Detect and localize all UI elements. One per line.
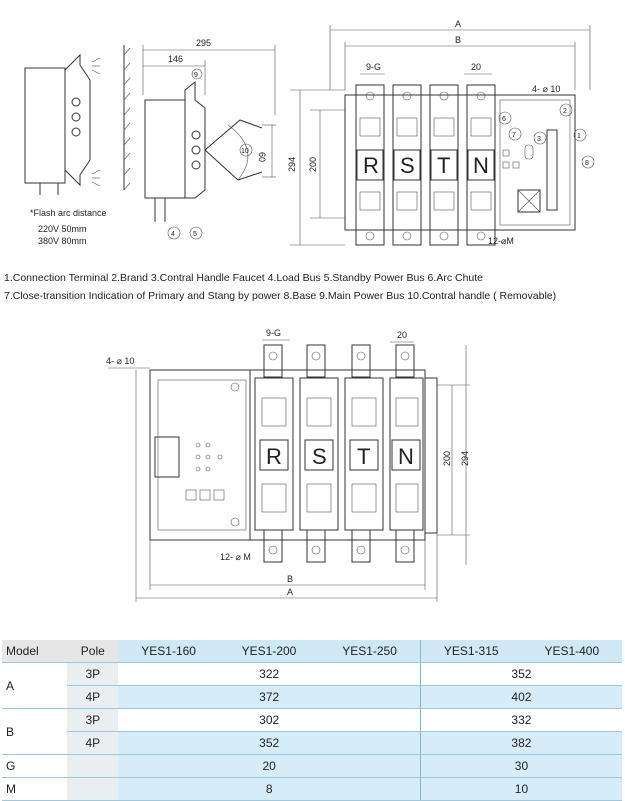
callout-1: 1 <box>577 133 581 140</box>
dim-294-top: 294 <box>287 157 297 172</box>
dim-4phi10-main: 4- ⌀ 10 <box>106 356 134 366</box>
row-label-m: M <box>2 777 68 801</box>
dim-60: 60 <box>257 152 267 162</box>
dim-12m-main: 12- ⌀ M <box>220 552 251 562</box>
callout-9: 9 <box>194 72 198 79</box>
callout-10: 10 <box>241 148 249 155</box>
legend-line-1: 1.Connection Terminal 2.Brand 3.Contral … <box>4 272 484 284</box>
value-cell: 30 <box>419 754 622 778</box>
pole-letter-t-main: T <box>357 444 370 469</box>
value-cell: 10 <box>419 777 622 801</box>
callout-6: 6 <box>502 116 506 123</box>
dim-a-top: A <box>455 19 461 29</box>
pole-cell: 3P <box>67 708 119 732</box>
header-model: Model <box>2 640 68 663</box>
pole-letter-s-top: S <box>400 153 415 178</box>
callout-7: 7 <box>512 132 516 139</box>
header-yes1-400: YES1-400 <box>521 640 622 663</box>
pole-cell <box>67 754 119 778</box>
dimension-table: Model Pole YES1-160 YES1-200 YES1-250 YE… <box>2 640 622 801</box>
table-row: G 20 30 <box>2 754 622 778</box>
legend-line-2: 7.Close-transition Indication of Primary… <box>4 290 557 302</box>
header-yes1-250: YES1-250 <box>319 640 421 663</box>
pole-letter-r-main: R <box>266 444 282 469</box>
header-yes1-160: YES1-160 <box>118 640 219 663</box>
dim-294-main: 294 <box>460 451 470 466</box>
flash-arc-380: 380V 80mm <box>38 236 87 246</box>
dim-146: 146 <box>168 54 183 64</box>
callout-4: 4 <box>171 231 175 238</box>
pole-cell: 4P <box>67 685 119 709</box>
handle-view-drawing: 295 146 60 9 10 4 5 <box>142 38 276 240</box>
value-cell: 402 <box>419 685 622 709</box>
pole-letter-s-main: S <box>312 444 327 469</box>
header-pole: Pole <box>67 640 119 663</box>
table-header-row: Model Pole YES1-160 YES1-200 YES1-250 YE… <box>2 640 622 663</box>
row-label-a: A <box>2 662 68 709</box>
value-cell: 352 <box>419 662 622 686</box>
dim-20-top: 20 <box>471 62 481 72</box>
table-row: B 3P 302 332 <box>2 708 622 755</box>
dim-a-main: A <box>287 587 293 597</box>
callout-3: 3 <box>537 136 541 143</box>
flash-arc-title: *Flash arc distance <box>30 208 107 218</box>
table-row: M 8 10 <box>2 777 622 801</box>
value-cell: 8 <box>118 777 421 801</box>
pole-letter-n-main: N <box>398 444 414 469</box>
pole-cell: 4P <box>67 731 119 755</box>
callout-8: 8 <box>585 160 589 167</box>
front-view-main-drawing: 9-G 20 4- ⌀ 10 <box>106 328 470 602</box>
dim-4phi10-top: 4- ⌀ 10 <box>532 84 560 94</box>
dim-9g-main: 9-G <box>266 328 281 338</box>
front-view-top-drawing: A B 9-G 20 4- ⌀ 10 294 200 <box>287 19 595 246</box>
dim-b-top: B <box>455 35 461 45</box>
table-row: 4P 372 402 <box>2 685 622 709</box>
table-row: A 3P 322 352 <box>2 662 622 709</box>
dim-12m-top: 12-⌀M <box>488 236 514 246</box>
dim-b-main: B <box>287 574 293 584</box>
dim-200-top: 200 <box>308 157 318 172</box>
dim-200-main: 200 <box>442 451 452 466</box>
header-yes1-315: YES1-315 <box>419 640 522 663</box>
pole-cell <box>67 777 119 801</box>
value-cell: 352 <box>118 731 421 755</box>
callout-2: 2 <box>563 108 567 115</box>
value-cell: 332 <box>419 708 622 732</box>
dim-295: 295 <box>196 38 211 48</box>
value-cell: 302 <box>118 708 421 732</box>
table-row: 4P 352 382 <box>2 731 622 755</box>
value-cell: 20 <box>118 754 421 778</box>
dim-9g-top: 9-G <box>366 62 381 72</box>
pole-letter-t-top: T <box>437 153 450 178</box>
pole-letter-r-top: R <box>363 153 379 178</box>
value-cell: 322 <box>118 662 421 686</box>
callout-5: 5 <box>193 231 197 238</box>
header-yes1-200: YES1-200 <box>218 640 320 663</box>
flash-arc-220: 220V 50mm <box>38 224 87 234</box>
value-cell: 372 <box>118 685 421 709</box>
dim-20-main: 20 <box>397 330 407 340</box>
pole-letter-n-top: N <box>473 153 489 178</box>
pole-cell: 3P <box>67 662 119 686</box>
value-cell: 382 <box>419 731 622 755</box>
side-view-drawing: *Flash arc distance 220V 50mm 380V 80mm <box>24 45 131 246</box>
row-label-g: G <box>2 754 68 778</box>
row-label-b: B <box>2 708 68 755</box>
